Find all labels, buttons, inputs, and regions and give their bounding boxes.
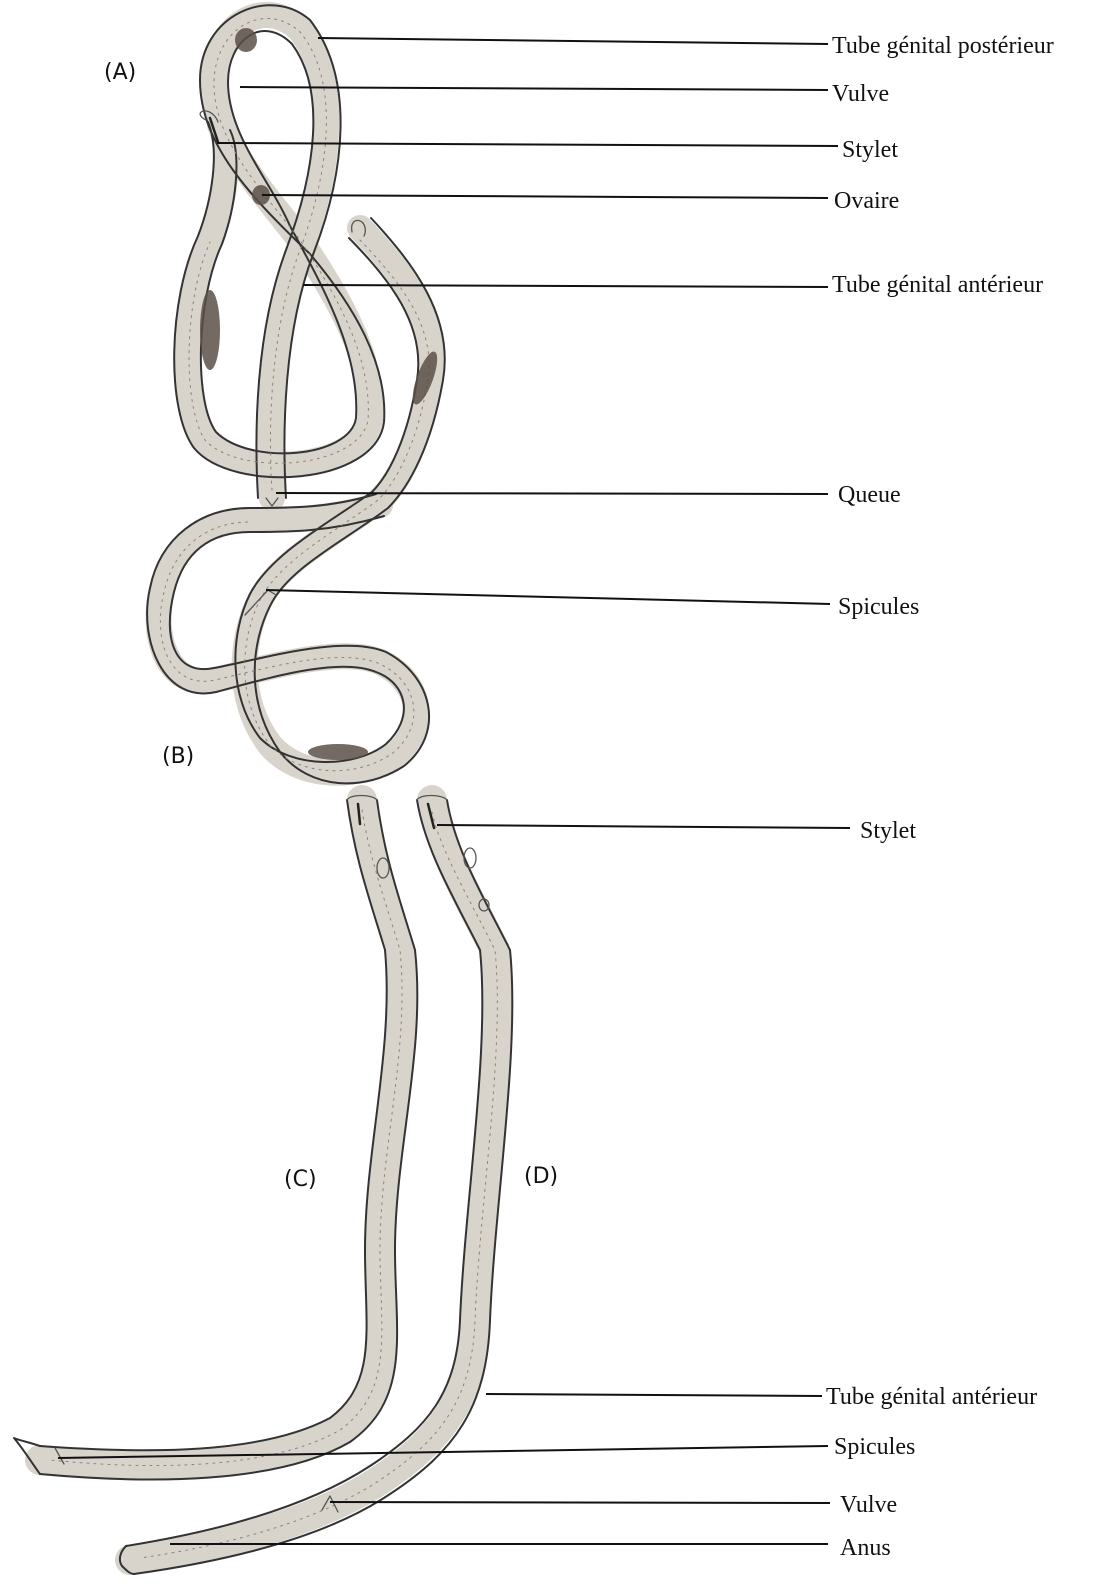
label-anterior-genital-tube-lower: Tube génital antérieur bbox=[826, 1384, 1037, 1410]
label-spicules-upper: Spicules bbox=[838, 594, 919, 620]
worm-a-female bbox=[174, 5, 384, 506]
label-stylet-upper: Stylet bbox=[842, 137, 898, 163]
label-stylet-lower: Stylet bbox=[860, 818, 916, 844]
worm-c-male bbox=[14, 796, 417, 1480]
label-vulva-upper: Vulve bbox=[832, 81, 889, 107]
panel-label-b: (B) bbox=[162, 744, 194, 769]
label-anterior-genital-tube-upper: Tube génital antérieur bbox=[832, 272, 1043, 298]
panel-label-c: (C) bbox=[284, 1167, 317, 1192]
label-vulva-lower: Vulve bbox=[840, 1492, 897, 1518]
label-spicules-lower: Spicules bbox=[834, 1434, 915, 1460]
panel-label-a: (A) bbox=[104, 60, 136, 85]
label-ovary: Ovaire bbox=[834, 188, 899, 214]
label-posterior-genital-tube: Tube génital postérieur bbox=[832, 33, 1054, 59]
panel-label-d: (D) bbox=[524, 1164, 558, 1189]
label-tail: Queue bbox=[838, 482, 901, 508]
label-anus: Anus bbox=[840, 1535, 891, 1561]
